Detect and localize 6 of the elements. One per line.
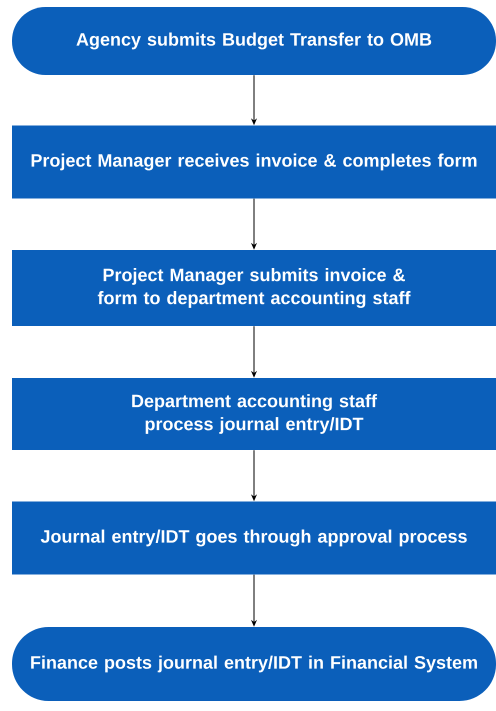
terminal-box: Finance posts journal entry/IDT in Financial System (12, 627, 496, 701)
process-box: Project Manager submits invoice & form to department accounting staff (12, 250, 496, 326)
terminal-box: Agency submits Budget Transfer to OMB (12, 7, 496, 75)
process-box: Project Manager receives invoice & completes form (12, 126, 496, 198)
process-box: Department accounting staff process journal entry/IDT (12, 378, 496, 450)
process-box: Journal entry/IDT goes through approval process (12, 502, 496, 574)
